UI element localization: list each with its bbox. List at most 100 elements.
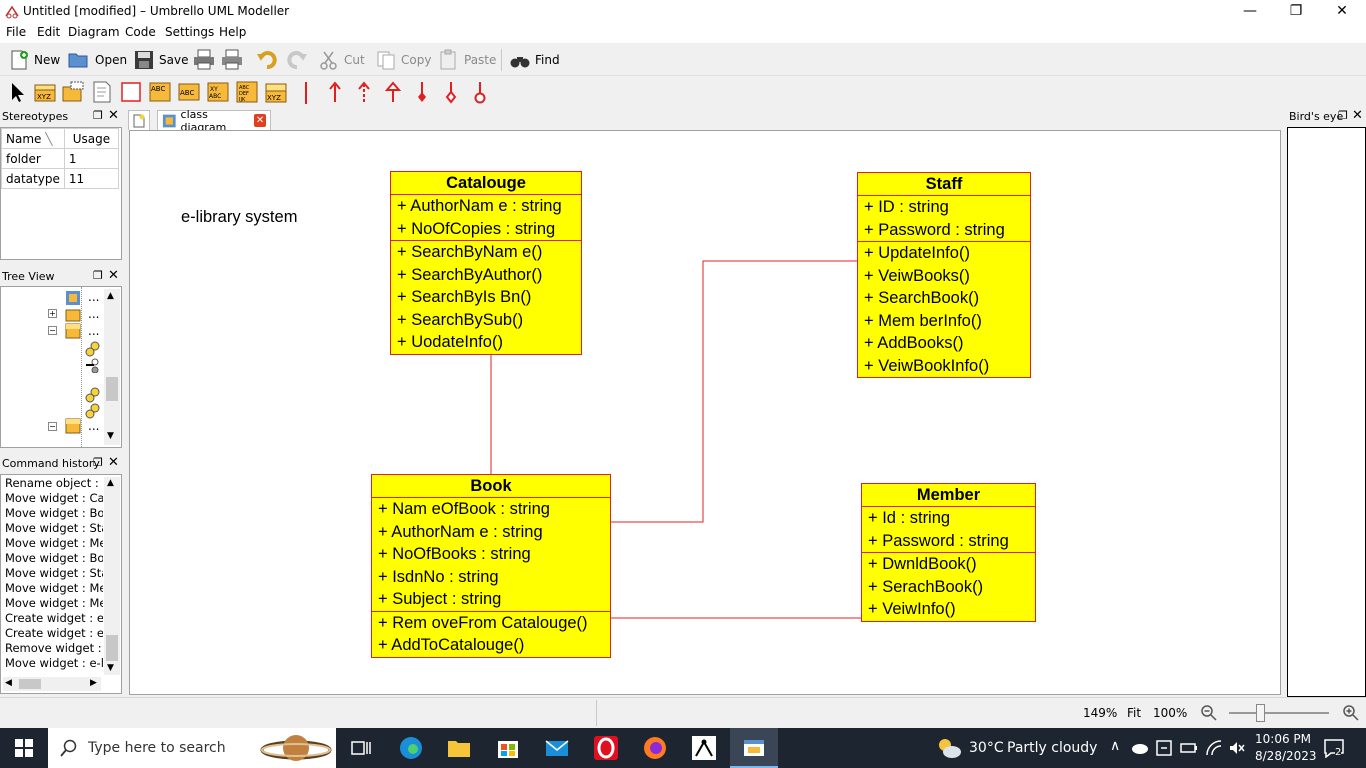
enum-tool-icon[interactable]: ABC [177,80,201,104]
close-tab-icon[interactable]: ✕ [254,114,266,127]
minimize-button[interactable]: — [1243,3,1257,19]
class-operation[interactable]: + VeiwBookInfo() [864,356,990,375]
volume-muted-icon[interactable] [1228,739,1246,757]
new-tab-button[interactable] [128,110,150,130]
association-tool-icon[interactable] [305,82,307,104]
dependency-tool-icon[interactable] [352,80,376,104]
expand-icon[interactable]: + [48,309,57,318]
weather-partly-cloudy-icon[interactable] [935,735,963,761]
history-item[interactable]: Remove widget : e [5,641,103,655]
history-item[interactable]: Create widget : e-l [5,611,103,625]
association-book-staff[interactable] [610,260,857,523]
folder-icon[interactable] [65,307,81,323]
collapse-icon[interactable]: − [48,422,57,431]
close-dock-icon[interactable]: ✕ [1352,108,1363,123]
history-item[interactable]: Create widget : e-l [5,626,103,640]
history-item[interactable]: Move widget : e-lil [5,656,103,670]
class-operation[interactable]: + SearchByIs Bn() [397,288,532,306]
show-hidden-icons-chevron-icon[interactable]: ∧ [1110,738,1121,754]
menu-edit[interactable]: Edit [37,25,61,39]
class-attribute[interactable]: + AuthorNam e : string [378,522,543,541]
class-operation[interactable]: + SearchBook() [864,289,980,307]
class-attribute[interactable]: + Subject : string [378,590,502,608]
collapse-icon[interactable]: − [48,326,57,335]
close-button[interactable]: ✕ [1336,3,1348,19]
class-member[interactable]: Member + Id : string+ Password : string … [861,483,1036,622]
class-operation[interactable]: + Rem oveFrom Catalouge() [378,613,588,632]
diagram-canvas[interactable]: e-library system Catalouge + AuthorNam e… [129,130,1281,695]
class-operation[interactable]: + Mem berInfo() [864,311,982,330]
close-dock-icon[interactable]: ✕ [108,455,119,470]
scroll-left-icon[interactable]: ◀ [5,678,12,688]
class-operation[interactable]: + DwnldBook() [868,555,977,573]
datatype-folder-icon[interactable] [65,323,81,339]
column-header-name[interactable]: Name ╲ [1,128,65,149]
active-app-highlight[interactable] [730,728,778,768]
new-button[interactable]: New [8,48,60,72]
file-explorer-icon[interactable] [445,734,473,762]
history-item[interactable]: Move widget : Boo [5,551,103,565]
datatype-icon[interactable] [85,387,101,403]
birdseye-view[interactable] [1287,127,1366,697]
class-staff[interactable]: Staff + ID : string+ Password : string +… [857,172,1031,378]
open-button[interactable]: Open [67,48,127,72]
opera-browser-icon[interactable] [592,734,620,762]
generalization-tool-icon[interactable] [381,80,405,104]
history-item[interactable]: Move widget : Mer [5,596,103,610]
tree-item[interactable]: ... [88,307,100,321]
datatype-folder-icon[interactable] [65,418,81,434]
tree-item[interactable]: ... [88,290,100,304]
composition-tool-icon[interactable] [410,80,434,104]
containment-tool-icon[interactable] [468,80,492,104]
class-diagram-icon[interactable] [65,290,81,306]
maximize-button[interactable]: ❐ [1289,3,1303,19]
scroll-down-icon[interactable]: ▼ [107,431,114,441]
zoom-in-icon[interactable] [1342,704,1360,722]
menu-file[interactable]: File [6,25,27,39]
class-operation[interactable]: + VeiwBooks() [864,266,970,285]
scrollbar-thumb[interactable] [106,635,118,661]
scroll-up-icon[interactable]: ▲ [107,478,114,488]
wifi-icon[interactable] [1205,739,1223,757]
close-dock-icon[interactable]: ✕ [108,108,119,123]
class-operation[interactable]: + SearchBySub() [397,310,524,329]
clock-date[interactable]: 8/28/2023 [1255,749,1317,763]
notification-center-icon[interactable] [1323,738,1345,758]
class-operation[interactable]: + AddBooks() [864,334,964,352]
class-operation[interactable]: + SearchByNam e() [397,243,543,261]
zoom-slider-handle[interactable] [1256,704,1265,722]
history-item[interactable]: Move widget : Cat [5,491,103,505]
scroll-right-icon[interactable]: ▶ [90,678,97,688]
float-dock-icon[interactable]: ❐ [93,456,103,469]
scrollbar-thumb[interactable] [106,377,118,401]
class-operation[interactable]: + UpdateInfo() [864,244,970,262]
onedrive-cloud-icon[interactable] [1131,740,1149,756]
datatype-icon[interactable] [85,341,101,357]
windows-start-icon[interactable] [15,739,33,757]
table-row[interactable]: datatype 11 [1,168,120,189]
microsoft-store-icon[interactable] [494,734,522,762]
menu-diagram[interactable]: Diagram [68,25,120,39]
class-operation[interactable]: + AddToCatalouge() [378,636,525,654]
taskbar-search-box[interactable]: Type here to search [48,728,336,768]
tree-item[interactable]: ... [88,324,100,338]
class-attribute[interactable]: + NoOfCopies : string [397,219,556,238]
history-item[interactable]: Move widget : Mer [5,581,103,595]
class-operation[interactable]: + SearchByAuthor() [397,265,543,284]
history-item[interactable]: Move widget : Staf [5,521,103,535]
tab-class-diagram[interactable]: class diagram ✕ [157,108,271,134]
class-tool-icon[interactable]: XYZ [33,80,57,104]
menu-settings[interactable]: Settings [165,25,215,39]
history-item[interactable]: Move widget : Mer [5,536,103,550]
mail-icon[interactable] [543,734,571,762]
fit-button[interactable]: Fit [1127,706,1142,720]
weather-temperature[interactable]: 30°C [969,740,1004,756]
text-tool-icon[interactable]: ABC [148,80,172,104]
class-operation[interactable]: + VeiwInfo() [868,600,956,618]
float-dock-icon[interactable]: ❐ [1338,109,1348,122]
menu-help[interactable]: Help [219,25,247,39]
select-arrow-icon[interactable] [6,80,30,104]
class-operation[interactable]: + SerachBook() [868,577,984,596]
